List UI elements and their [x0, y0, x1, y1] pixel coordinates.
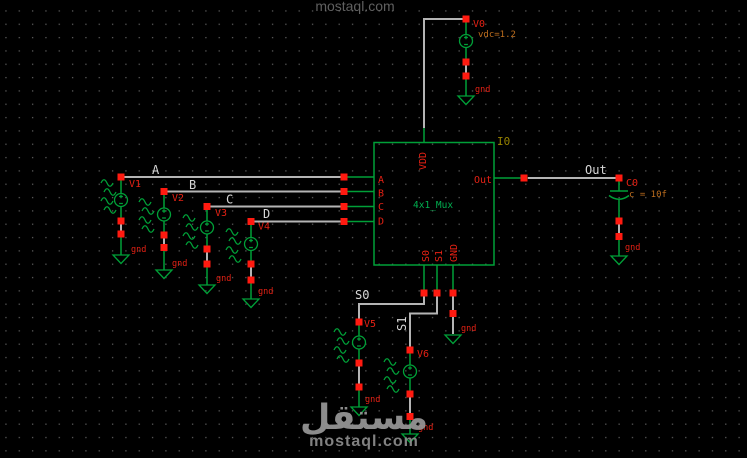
mux-gnd-label[interactable]: gnd: [461, 324, 476, 334]
v6-name[interactable]: V6: [417, 349, 429, 360]
v2-gnd-label[interactable]: gnd: [172, 259, 187, 269]
v2-name[interactable]: V2: [172, 193, 184, 204]
v0-param[interactable]: vdc=1.2: [478, 30, 516, 40]
watermark-logo: مستقل: [299, 398, 428, 438]
pin-squares[interactable]: [117, 15, 623, 421]
v1-name[interactable]: V1: [129, 179, 141, 190]
mux-pin-gnd-label: GND: [449, 244, 460, 262]
net-label-c[interactable]: C: [226, 193, 233, 207]
mux-pin-s0-label: S0: [421, 250, 432, 262]
mux-instance[interactable]: I0 4x1_Mux A B C D Out VDD S0 S1 GND: [344, 128, 528, 293]
watermark-bottom: مستقل mostaql.com: [298, 401, 430, 451]
c0-param[interactable]: c = 10f: [629, 190, 667, 200]
net-label-d[interactable]: D: [263, 207, 270, 221]
v4-gnd-label[interactable]: gnd: [258, 287, 273, 297]
v3-gnd-label[interactable]: gnd: [216, 274, 231, 284]
v0-name[interactable]: V0: [473, 19, 485, 30]
mux-cell-name[interactable]: 4x1_Mux: [413, 200, 453, 211]
mux-pin-b-label: B: [378, 189, 384, 200]
mux-pin-vdd-label: VDD: [418, 152, 429, 170]
mux-gnd-connection[interactable]: gnd: [444, 324, 476, 345]
c0-gnd-label[interactable]: gnd: [625, 243, 640, 253]
net-label-s0[interactable]: S0: [355, 288, 369, 302]
c0-capacitor[interactable]: C0 c = 10f gnd: [608, 178, 667, 266]
c0-bottom-plate: [608, 194, 630, 200]
v0-gnd-label[interactable]: gnd: [475, 85, 490, 95]
c0-name[interactable]: C0: [626, 178, 638, 189]
v5-name[interactable]: V5: [364, 319, 376, 330]
watermark-site: mostaql.com: [309, 433, 419, 450]
mux-pin-a-label: A: [378, 175, 384, 186]
watermark-top: mostaql.com: [315, 0, 395, 14]
mux-instance-name[interactable]: I0: [497, 135, 510, 148]
net-label-s1[interactable]: S1: [395, 317, 409, 331]
wire-vdd-supply[interactable]: [423, 18, 466, 128]
v3-name[interactable]: V3: [215, 208, 227, 219]
mux-pin-d-label: D: [378, 217, 384, 228]
wire-net-s0[interactable]: [358, 293, 425, 322]
mux-pin-c-label: C: [378, 202, 384, 213]
v1-gnd-label[interactable]: gnd: [131, 245, 146, 255]
net-label-out[interactable]: Out: [585, 163, 607, 177]
mux-pin-out-label: Out: [474, 175, 492, 186]
v5-gnd-label[interactable]: gnd: [365, 395, 380, 405]
v6-gnd-label[interactable]: gnd: [418, 423, 433, 433]
mux-body[interactable]: [373, 141, 495, 266]
net-label-a[interactable]: A: [152, 163, 160, 177]
mux-pin-s1-label: S1: [434, 250, 445, 262]
net-label-b[interactable]: B: [189, 178, 196, 192]
wire-net-s1[interactable]: [409, 293, 438, 350]
v4-name[interactable]: V4: [258, 222, 270, 233]
